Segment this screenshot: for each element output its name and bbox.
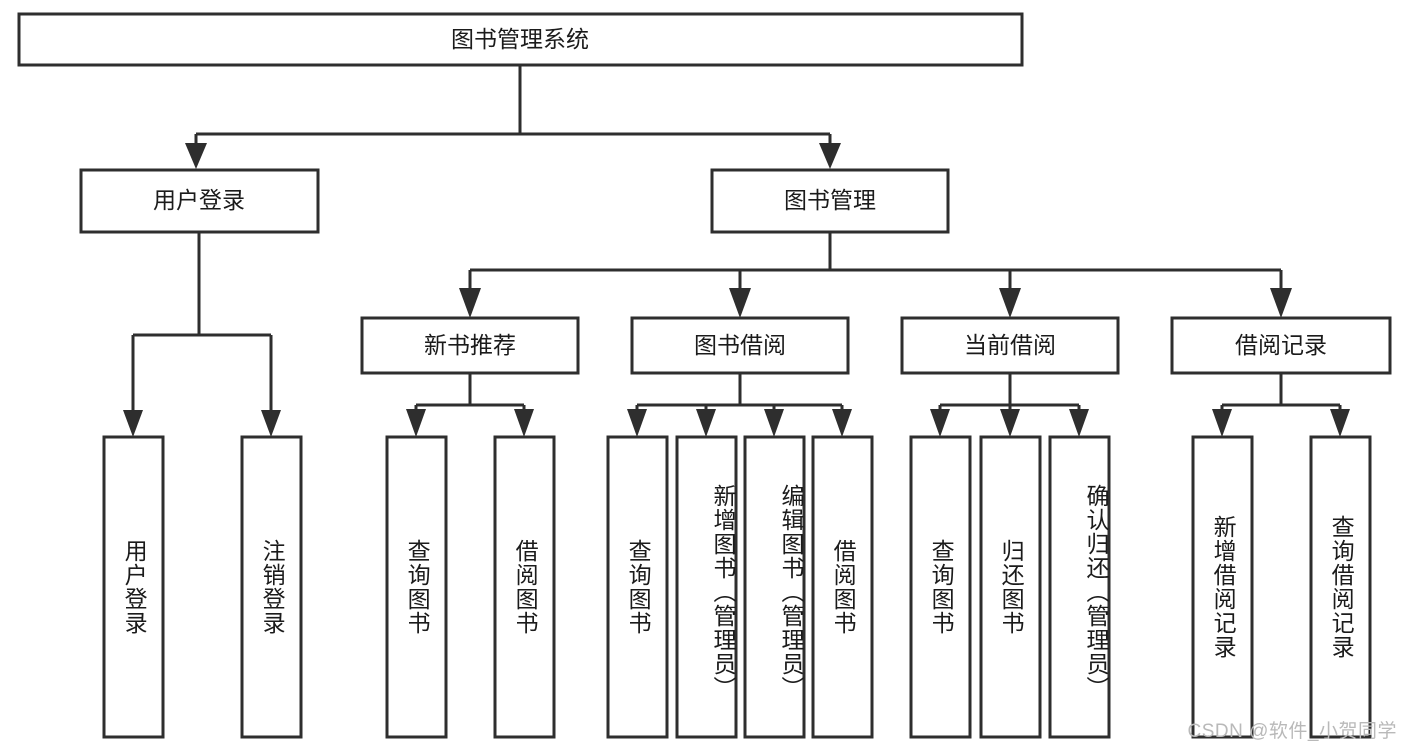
node-book-borrow-box[interactable]: [630, 316, 850, 375]
arrow-head-book-borrow-1: [627, 409, 647, 437]
node-current-borrow-box[interactable]: [900, 316, 1120, 375]
arrow-head-new-book-2: [514, 409, 534, 437]
arrow-head-user-login-1: [123, 410, 143, 437]
node-book-management-label: 图书管理: [784, 187, 876, 213]
leaf-box-book-borrow-3[interactable]: [811, 435, 874, 739]
node-new-book-recommend-box[interactable]: [360, 316, 580, 375]
node-borrow-record-box[interactable]: [1170, 316, 1392, 375]
leaf-box-current-borrow-1[interactable]: [979, 435, 1042, 739]
arrow-head-current-borrow-2: [1000, 409, 1020, 437]
node-book-management[interactable]: 图书管理: [710, 168, 950, 234]
node-borrow-record[interactable]: 借阅记录: [1170, 316, 1392, 375]
arrow-head-book-borrow-3: [764, 409, 784, 437]
arrow-head-level2-2: [819, 143, 841, 169]
node-user-login[interactable]: 用户登录: [79, 168, 320, 234]
arrow-head-borrow-record-1: [1212, 409, 1232, 437]
leaf-box-user-login-0[interactable]: [102, 435, 165, 739]
node-book-borrow-label: 图书借阅: [694, 332, 786, 358]
leaf-box-new-book-0[interactable]: [385, 435, 448, 739]
leaf-box-borrow-record-1[interactable]: [1309, 435, 1372, 739]
arrow-head-book-borrow-4: [832, 409, 852, 437]
arrow-head-current-borrow-1: [930, 409, 950, 437]
arrow-head-level3-4: [1270, 288, 1292, 318]
leaf-box-book-borrow-2[interactable]: [743, 435, 806, 739]
arrow-head-new-book-1: [406, 409, 426, 437]
node-borrow-record-label: 借阅记录: [1235, 332, 1327, 358]
node-book-borrow[interactable]: 图书借阅: [630, 316, 850, 375]
arrow-head-current-borrow-3: [1069, 409, 1089, 437]
leaf-box-user-login-1[interactable]: [240, 435, 303, 739]
leaf-box-book-borrow-0[interactable]: [606, 435, 669, 739]
arrow-head-level3-2: [729, 288, 751, 318]
leaf-box-current-borrow-0[interactable]: [909, 435, 972, 739]
node-root-label: 图书管理系统: [451, 26, 589, 52]
node-current-borrow[interactable]: 当前借阅: [900, 316, 1120, 375]
leaf-box-book-borrow-1[interactable]: [675, 435, 738, 739]
node-new-book-recommend-label: 新书推荐: [424, 332, 516, 358]
node-current-borrow-label: 当前借阅: [964, 332, 1056, 358]
arrow-head-level3-1: [459, 288, 481, 318]
arrow-head-level2-1: [185, 143, 207, 169]
node-book-management-box[interactable]: [710, 168, 950, 234]
node-root[interactable]: 图书管理系统: [17, 12, 1024, 67]
arrow-head-book-borrow-2: [696, 409, 716, 437]
node-new-book-recommend[interactable]: 新书推荐: [360, 316, 580, 375]
node-user-login-label: 用户登录: [153, 187, 245, 213]
arrow-head-borrow-record-2: [1330, 409, 1350, 437]
arrow-head-level3-3: [999, 288, 1021, 318]
node-root-box[interactable]: [17, 12, 1024, 67]
csdn-watermark: CSDN @软件_小贺同学: [1187, 721, 1397, 742]
leaf-box-borrow-record-0[interactable]: [1191, 435, 1254, 739]
leaf-box-new-book-1[interactable]: [493, 435, 556, 739]
arrow-head-user-login-2: [261, 410, 281, 437]
leaf-box-current-borrow-2[interactable]: [1048, 435, 1111, 739]
